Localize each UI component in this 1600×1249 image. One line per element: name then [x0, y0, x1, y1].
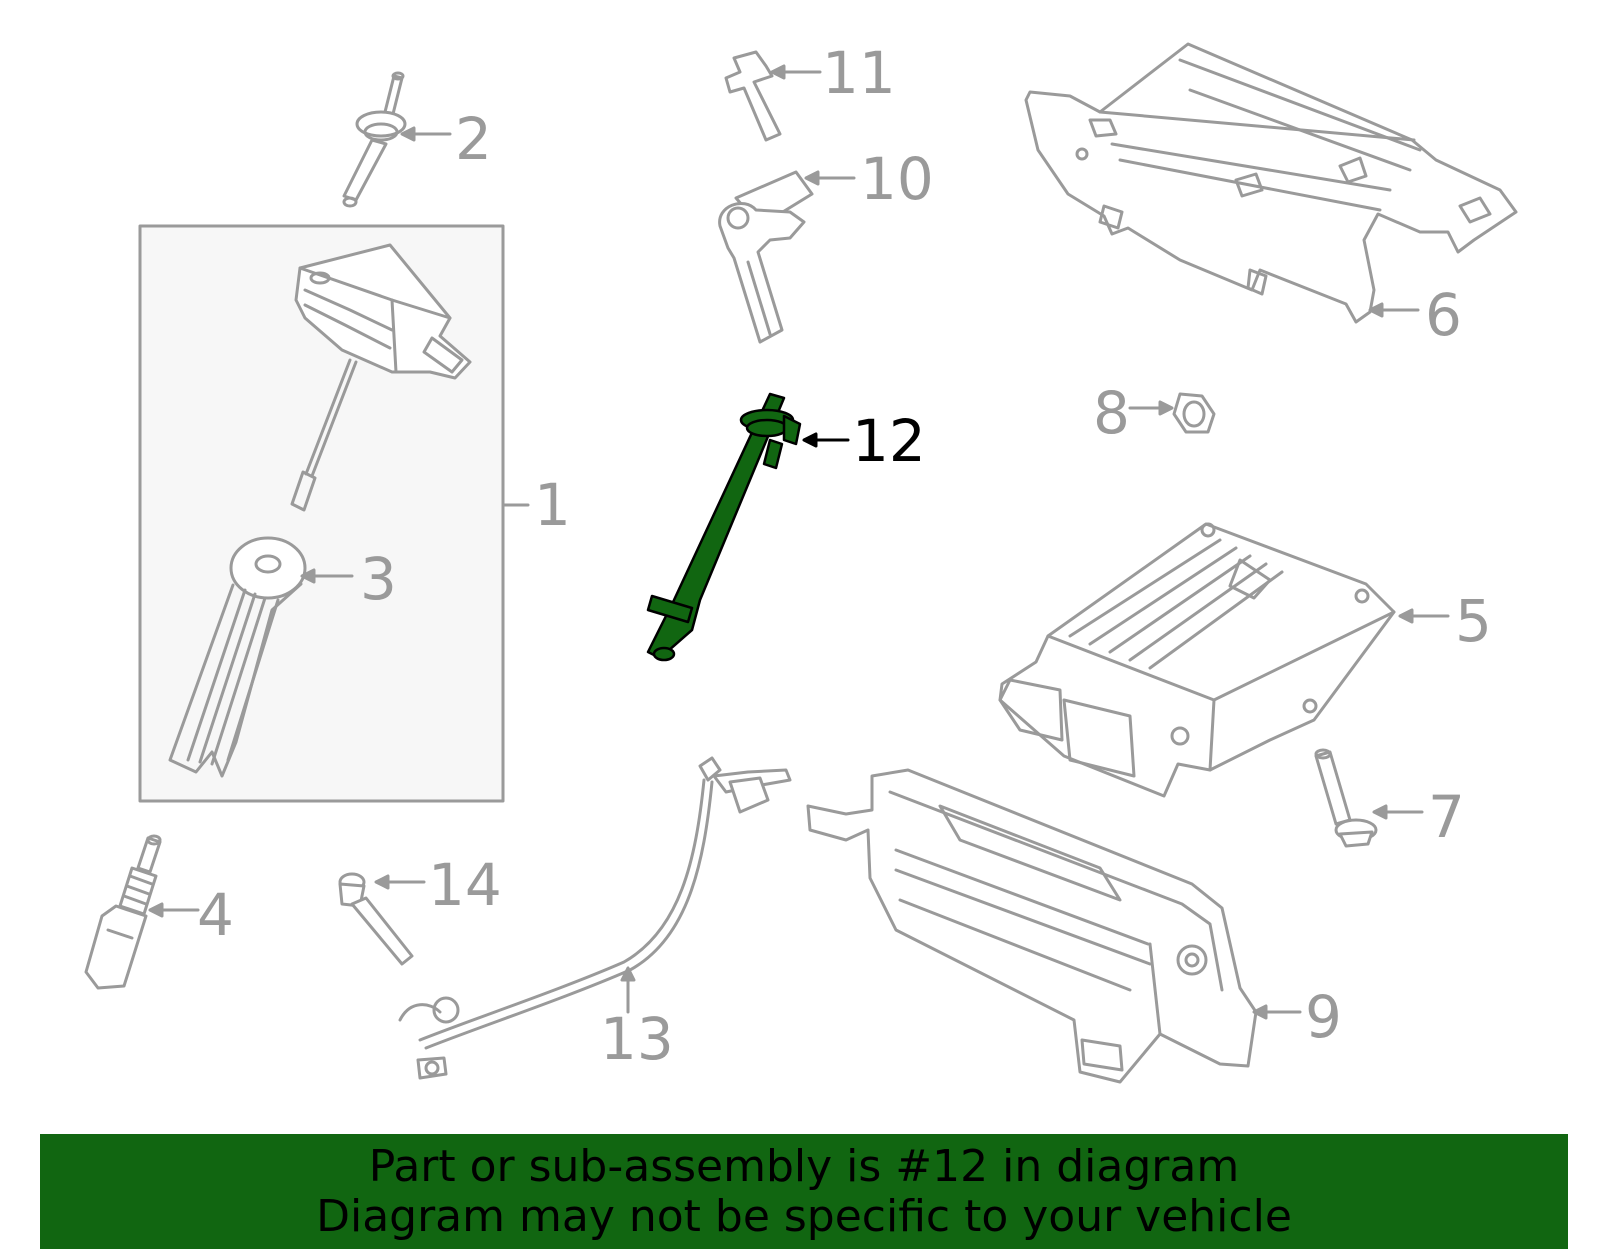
callout-12-arrow: [802, 432, 818, 448]
part-ecu-module: [998, 522, 1396, 798]
part-bolt-14: [338, 872, 414, 966]
part-ecu-housing: [806, 768, 1258, 1084]
callout-1-label: 1: [534, 471, 571, 539]
callout-2-arrow: [400, 126, 416, 142]
callout-6-arrow: [1368, 302, 1384, 318]
callout-3-label: 3: [360, 545, 397, 613]
callout-7-label: 7: [1428, 783, 1465, 851]
callout-4-label: 4: [197, 881, 234, 949]
callout-5-arrow: [1398, 608, 1414, 624]
callout-3-arrow: [300, 568, 316, 584]
info-banner: Part or sub-assembly is #12 in diagram D…: [40, 1134, 1568, 1249]
callout-8-label: 8: [1093, 379, 1130, 447]
callout-5-label: 5: [1455, 587, 1492, 655]
callout-13-label: 13: [600, 1005, 674, 1073]
callout-4-arrow: [148, 902, 164, 918]
callout-9-arrow: [1252, 1004, 1268, 1020]
banner-line-part-number: Part or sub-assembly is #12 in diagram: [368, 1141, 1240, 1192]
part-nut: [1172, 392, 1216, 434]
callout-11-arrow: [770, 64, 786, 80]
callout-11-label: 11: [822, 39, 896, 107]
callout-14-label: 14: [428, 851, 502, 919]
part-coil-boot: [168, 536, 307, 778]
callout-13-arrow: [620, 966, 636, 982]
part-sensor-small: [724, 50, 782, 142]
callout-8-arrow: [1158, 400, 1174, 416]
callout-10-label: 10: [860, 145, 934, 213]
callout-7-arrow: [1372, 804, 1388, 820]
callout-12-label: 12: [852, 407, 926, 475]
part-bolt-7: [1314, 748, 1378, 848]
part-spark-plug: [84, 834, 162, 990]
callout-6-label: 6: [1425, 281, 1462, 349]
callout-14-arrow: [374, 874, 390, 890]
part-stud-bolt: [342, 71, 407, 208]
banner-line-disclaimer: Diagram may not be specific to your vehi…: [316, 1191, 1292, 1242]
part-position-sensor: [718, 170, 814, 344]
callout-9-label: 9: [1305, 983, 1342, 1051]
part-ecu-bracket: [1024, 42, 1518, 324]
part-12-highlighted: [646, 392, 802, 662]
callout-10-arrow: [804, 170, 820, 186]
callout-2-label: 2: [455, 105, 492, 173]
part-ignition-coil: [290, 243, 472, 512]
